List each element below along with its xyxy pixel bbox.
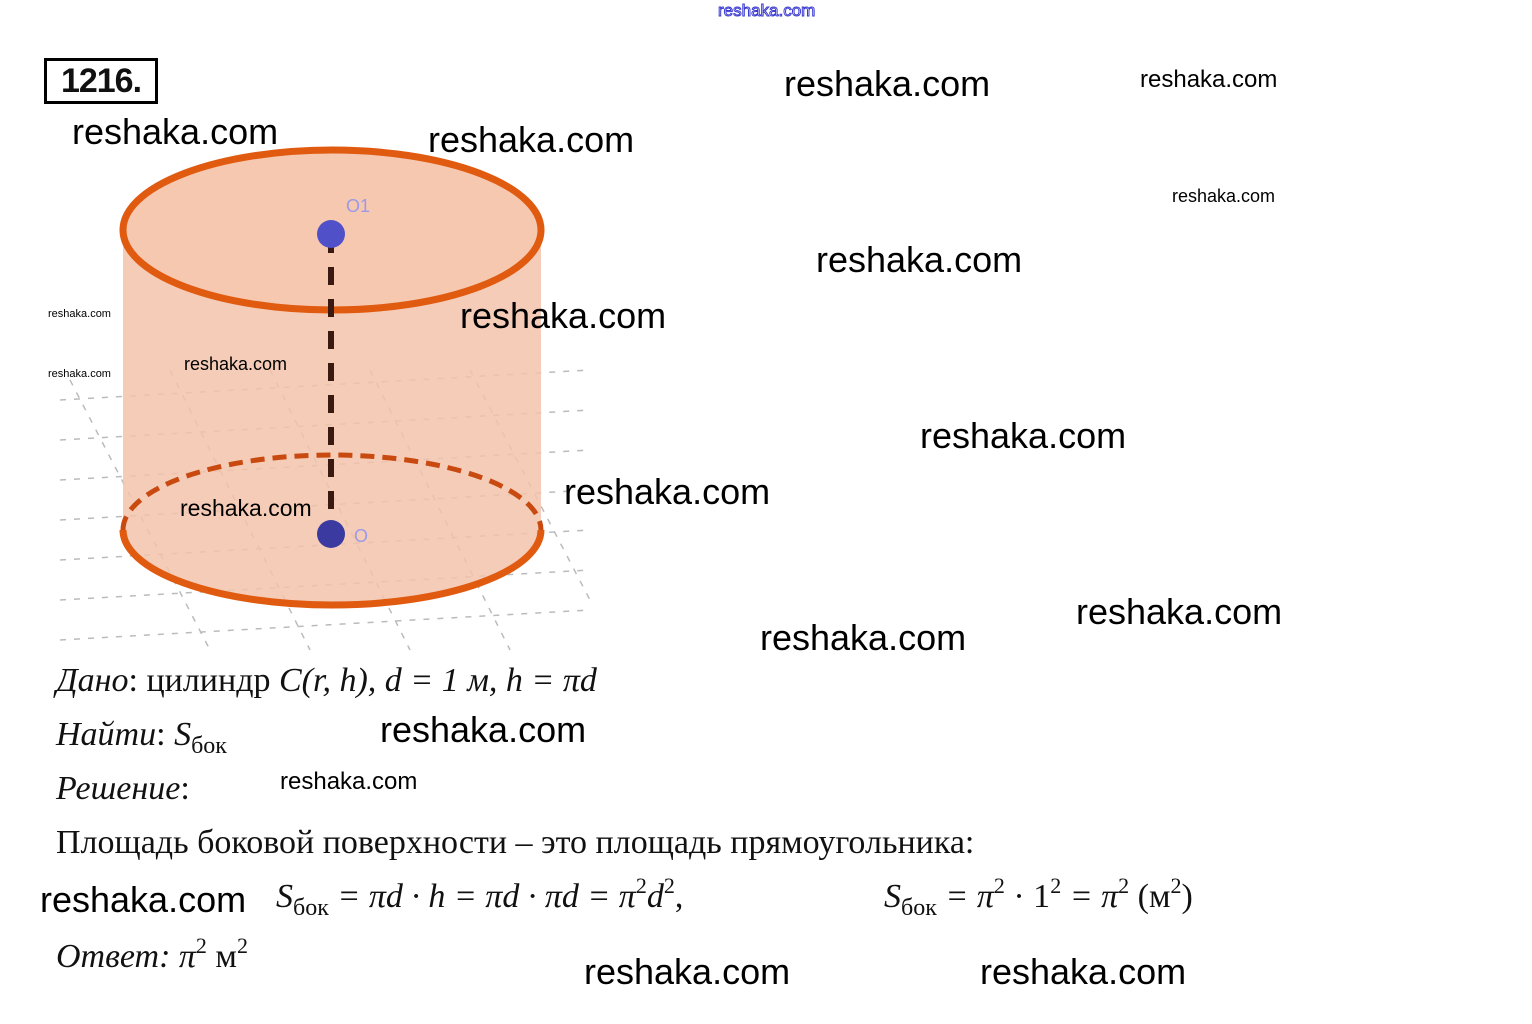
watermark: reshaka.com bbox=[1076, 591, 1283, 632]
watermark: reshaka.com bbox=[48, 308, 111, 320]
bottom-base-front bbox=[119, 529, 545, 609]
cylinder-body bbox=[123, 225, 541, 605]
answer-line: Ответ: π2 м2 bbox=[56, 933, 248, 975]
formula-1: Sбок = πd · h = πd · πd = π2d2, bbox=[276, 873, 684, 921]
find-line: Найти: Sбок bbox=[56, 716, 227, 759]
label-o1: O1 bbox=[346, 196, 370, 216]
watermark: reshaka.com bbox=[1172, 186, 1276, 206]
given-line: Дано: цилиндр C(r, h), d = 1 м, h = πd bbox=[56, 662, 597, 699]
watermark: reshaka.com bbox=[48, 368, 111, 380]
solution-label: Решение: bbox=[56, 770, 190, 807]
watermark: reshaka.com bbox=[428, 119, 635, 160]
point-o1 bbox=[317, 220, 345, 248]
watermark: reshaka.com bbox=[460, 295, 667, 336]
watermark: reshaka.com bbox=[40, 879, 247, 920]
watermark: reshaka.com bbox=[564, 471, 771, 512]
point-o bbox=[317, 520, 345, 548]
watermark: reshaka.com bbox=[184, 354, 288, 374]
watermark: reshaka.com bbox=[584, 951, 791, 992]
solution-text: Площадь боковой поверхности – это площад… bbox=[56, 824, 975, 861]
watermark: reshaka.com bbox=[717, 1, 816, 20]
watermark: reshaka.com bbox=[760, 617, 967, 658]
bottom-base-back bbox=[120, 452, 544, 531]
watermark: reshaka.com bbox=[380, 709, 587, 750]
label-o: O bbox=[354, 526, 368, 546]
problem-number: 1216. bbox=[44, 58, 158, 104]
watermark: reshaka.com bbox=[816, 239, 1023, 280]
watermark: reshaka.com bbox=[980, 951, 1187, 992]
cylinder-figure: O1 O bbox=[59, 146, 591, 651]
watermark: reshaka.com bbox=[280, 768, 418, 795]
watermark: reshaka.com bbox=[180, 495, 312, 521]
watermark: reshaka.com bbox=[1140, 66, 1278, 93]
watermark: reshaka.com bbox=[784, 63, 991, 104]
formula-2: Sбок = π2 · 12 = π2 (м2) bbox=[884, 873, 1193, 921]
watermark: reshaka.com bbox=[72, 111, 279, 152]
watermark: reshaka.com bbox=[920, 415, 1127, 456]
